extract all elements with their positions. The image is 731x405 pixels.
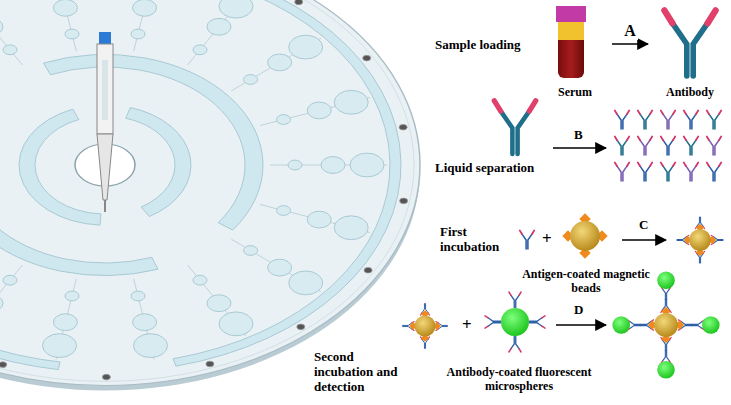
step-label: First incubation <box>440 225 515 255</box>
icon-label: Antibody-coated fluorescent microspheres <box>432 366 606 394</box>
antibody-icon <box>615 163 629 181</box>
bead-complex <box>612 271 719 378</box>
antibody-icon <box>520 231 534 249</box>
antibody-icon <box>494 101 536 154</box>
antibody-icon <box>638 111 652 129</box>
step-label: Liquid separation <box>435 161 534 176</box>
antibody-icon <box>509 292 521 308</box>
antibody-icon <box>707 163 721 181</box>
antibody-icon <box>509 336 521 352</box>
step-arrow <box>556 324 606 326</box>
antibody-icon <box>485 316 501 328</box>
antibody-icon <box>661 163 675 181</box>
bead-complex <box>562 213 607 258</box>
antibody-icon <box>615 111 629 129</box>
antibody-icon <box>615 137 629 155</box>
labelled-icon: Antibody-coated fluorescent microspheres <box>428 356 610 396</box>
bead-complex <box>677 217 723 263</box>
step-label: B <box>574 128 583 143</box>
icon-label: Serum <box>558 86 592 100</box>
antibody-icon <box>661 111 675 129</box>
antibody-icon <box>661 137 675 155</box>
antibody-icon <box>684 137 698 155</box>
step-arrow <box>622 239 666 241</box>
icon-label: Antigen-coated magnetic beads <box>514 268 658 296</box>
pipette <box>97 32 113 212</box>
step-label: D <box>574 303 583 318</box>
fluorescent-microsphere <box>485 292 545 352</box>
icon-label: Antibody <box>666 86 714 100</box>
step-arrow <box>612 43 648 45</box>
disc <box>0 0 420 386</box>
antibody-icon <box>707 111 721 129</box>
antibody-icon <box>664 10 715 76</box>
labelled-icon: Serum <box>540 2 610 102</box>
step-label: Sample loading <box>435 38 521 53</box>
step-label: + <box>542 229 552 249</box>
step-arrow <box>553 147 606 149</box>
serum-tube <box>556 6 586 78</box>
antibody-icon <box>707 137 721 155</box>
bead-complex <box>403 304 448 349</box>
step-label: + <box>462 315 472 335</box>
step-label: Second incubation and detection <box>314 350 406 395</box>
labelled-icon: Antibody <box>650 2 730 102</box>
labelled-icon: Antigen-coated magnetic beads <box>510 258 662 298</box>
antibody-icon <box>684 163 698 181</box>
antibody-icon <box>638 163 652 181</box>
antibody-icon <box>529 316 545 328</box>
step-label: C <box>639 218 648 233</box>
antibody-icon <box>684 111 698 129</box>
antibody-icon <box>638 137 652 155</box>
step-letter: A <box>622 22 638 40</box>
